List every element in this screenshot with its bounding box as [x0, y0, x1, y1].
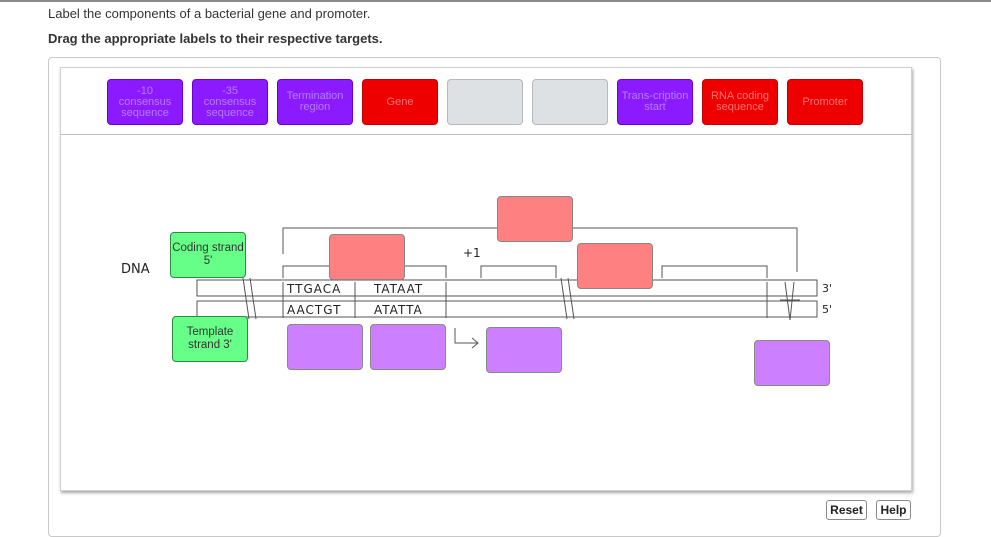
question-instruction: Drag the appropriate labels to their res…: [48, 31, 383, 46]
drop-target-gene[interactable]: [497, 196, 573, 242]
label-slot-empty-2: [532, 79, 608, 125]
coding-minus35-sequence: TTGACA: [287, 282, 342, 296]
drop-target-transcription-start[interactable]: [486, 327, 562, 373]
drag-drop-canvas: [60, 67, 912, 491]
top-divider: [0, 0, 991, 2]
coding-strand-label: Coding strand 5': [170, 232, 246, 278]
template-strand-label: Template strand 3': [172, 316, 248, 362]
label-bank-divider: [60, 134, 912, 135]
drop-target-rna-coding[interactable]: [577, 243, 653, 289]
top-strand-3prime: 3': [822, 282, 833, 295]
help-button[interactable]: Help: [876, 500, 911, 520]
drop-target-promoter[interactable]: [329, 234, 405, 280]
reset-button[interactable]: Reset: [826, 500, 867, 520]
dna-label: DNA: [121, 262, 150, 277]
question-title: Label the components of a bacterial gene…: [48, 6, 371, 21]
bottom-strand-5prime: 5': [822, 303, 833, 316]
drop-target-minus35[interactable]: [287, 324, 363, 370]
label-promoter[interactable]: Promoter: [787, 79, 863, 125]
label-termination-region[interactable]: Termination region: [277, 79, 353, 125]
label-slot-empty-1: [447, 79, 523, 125]
template-minus10-sequence: ATATTA: [374, 303, 423, 317]
label-minus10-consensus[interactable]: -10 consensus sequence: [107, 79, 183, 125]
drop-target-minus10[interactable]: [370, 324, 446, 370]
template-minus35-sequence: AACTGT: [287, 303, 342, 317]
label-gene[interactable]: Gene: [362, 79, 438, 125]
plus-one-label: +1: [463, 246, 481, 260]
label-minus35-consensus[interactable]: -35 consensus sequence: [192, 79, 268, 125]
label-transcription-start[interactable]: Trans-cription start: [617, 79, 693, 125]
coding-minus10-sequence: TATAAT: [374, 282, 424, 296]
drop-target-termination[interactable]: [754, 340, 830, 386]
label-rna-coding-sequence[interactable]: RNA coding sequence: [702, 79, 778, 125]
